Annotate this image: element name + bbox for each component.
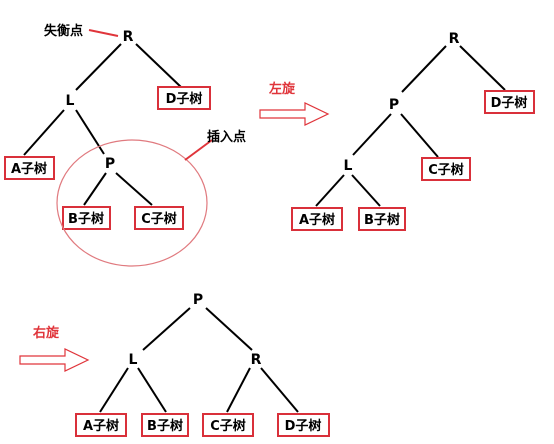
- subtree-a-label: A子树: [299, 212, 335, 228]
- subtree-a-label: A子树: [11, 161, 47, 177]
- node-l: L: [129, 352, 138, 368]
- edge-p-c: [400, 113, 439, 158]
- subtree-b: B子树: [141, 413, 189, 437]
- edge-p-l: [142, 307, 191, 351]
- edge-l-a: [99, 367, 129, 413]
- subtree-c-label: C子树: [210, 418, 246, 434]
- edge-l-b: [137, 367, 167, 413]
- subtree-b-label: B子树: [147, 418, 183, 434]
- node-r: R: [123, 29, 134, 45]
- edge-r-d: [459, 45, 506, 91]
- tree-after-left-rotation: R P L D子树 C子树 A子树 B子树: [291, 31, 535, 231]
- right-rotation-label: 右旋: [32, 325, 60, 341]
- edge-p-r: [205, 307, 253, 351]
- insertion-pointer: [184, 139, 213, 161]
- subtree-d-label: D子树: [166, 91, 203, 107]
- subtree-b-label: B子树: [68, 211, 104, 227]
- node-p: P: [389, 97, 399, 113]
- left-rotation-arrow-icon: [259, 102, 330, 126]
- node-l: L: [66, 93, 75, 109]
- edge-l-b: [351, 174, 381, 207]
- edge-l-a: [315, 174, 345, 207]
- right-rotation-arrow-icon: [19, 348, 90, 372]
- tree-after-right-rotation: P L R A子树 B子树 C子树 D子树: [75, 292, 330, 437]
- tree-right-edges: [99, 307, 299, 413]
- edge-l-a: [23, 109, 65, 156]
- subtree-d-label: D子树: [285, 418, 322, 434]
- edge-r-d: [135, 43, 183, 89]
- subtree-a: A子树: [75, 413, 127, 437]
- left-rotation-indicator: 左旋: [259, 81, 330, 126]
- subtree-d-label: D子树: [491, 95, 528, 111]
- edge-r-d: [260, 367, 299, 413]
- node-l: L: [344, 158, 353, 174]
- subtree-d: D子树: [484, 90, 535, 114]
- node-r: R: [251, 352, 262, 368]
- subtree-d: D子树: [157, 86, 211, 110]
- subtree-d: D子树: [277, 413, 330, 437]
- subtree-c: C子树: [134, 206, 184, 230]
- subtree-c-label: C子树: [428, 162, 464, 178]
- tree-original-edges: [23, 43, 183, 206]
- insertion-circle: [56, 139, 208, 267]
- subtree-b: B子树: [62, 206, 111, 230]
- unbalanced-node-label: 失衡点: [44, 23, 83, 39]
- subtree-c: C子树: [202, 413, 254, 437]
- edge-p-b: [83, 172, 107, 206]
- subtree-a-label: A子树: [83, 418, 119, 434]
- node-r: R: [449, 31, 460, 47]
- edge-p-l: [352, 113, 392, 156]
- edge-l-p: [75, 109, 105, 155]
- edge-r-l: [75, 43, 122, 91]
- edge-p-c: [115, 172, 153, 206]
- edge-r-p: [401, 45, 447, 93]
- subtree-b: B子树: [358, 207, 406, 231]
- node-p: P: [105, 156, 115, 172]
- tree-original: R L P D子树 A子树 B子树 C子树 失衡点 插入点: [4, 23, 246, 267]
- node-p: P: [193, 292, 203, 308]
- subtree-c-label: C子树: [141, 211, 177, 227]
- subtree-a: A子树: [291, 207, 343, 231]
- right-rotation-indicator: 右旋: [19, 325, 90, 372]
- left-rotation-label: 左旋: [269, 81, 296, 97]
- edge-r-c: [226, 367, 251, 413]
- tree-left-edges: [315, 45, 506, 207]
- subtree-a: A子树: [4, 156, 55, 180]
- subtree-b-label: B子树: [364, 212, 400, 228]
- unbalanced-node-pointer: [88, 29, 119, 37]
- subtree-c: C子树: [421, 157, 471, 181]
- insertion-point-label: 插入点: [207, 129, 246, 145]
